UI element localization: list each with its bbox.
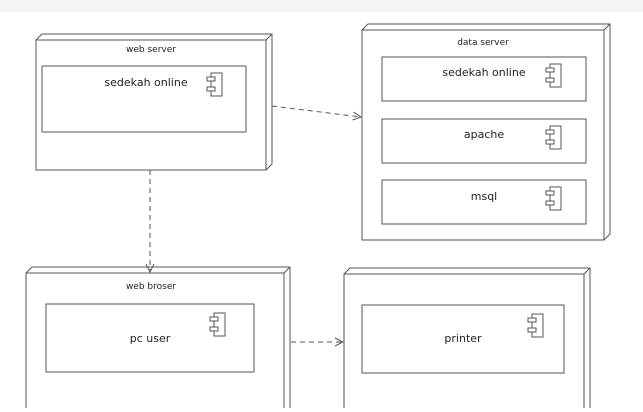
- node-data-server: data server sedekah online apache msql: [361, 23, 611, 241]
- component-printer-box: [361, 304, 565, 374]
- node-web-broser: web broser pc user: [25, 266, 291, 412]
- component-icon: [545, 186, 562, 211]
- component-data-server-msql: msql: [381, 179, 587, 225]
- component-web-server-sedekah-label: sedekah online: [104, 76, 187, 89]
- component-data-server-msql-label: msql: [471, 190, 498, 203]
- top-strip: [0, 0, 643, 12]
- component-web-server-sedekah: sedekah online: [41, 65, 247, 133]
- node-web-server-title: web server: [126, 45, 176, 55]
- connection-web-server-to-data-server: [271, 105, 361, 117]
- node-web-broser-depth: [25, 266, 291, 408]
- node-printer-depth: [343, 267, 591, 408]
- component-data-server-sedekah-label: sedekah online: [442, 66, 525, 79]
- node-data-server-depth: [361, 23, 611, 241]
- component-data-server-apache-label: apache: [464, 128, 504, 141]
- component-data-server-sedekah: sedekah online: [381, 56, 587, 102]
- component-icon: [209, 312, 226, 337]
- node-printer: printer: [343, 267, 591, 412]
- component-pc-user: pc user: [45, 303, 255, 373]
- node-web-server: web server sedekah online: [35, 33, 273, 171]
- node-web-server-depth: [35, 33, 273, 171]
- component-icon: [527, 313, 544, 338]
- node-data-server-title: data server: [457, 38, 509, 48]
- component-printer: printer: [361, 304, 565, 374]
- component-printer-label: printer: [444, 332, 482, 345]
- component-pc-user-label: pc user: [130, 332, 171, 345]
- node-web-broser-title: web broser: [126, 282, 176, 292]
- component-icon: [206, 72, 223, 97]
- component-data-server-apache: apache: [381, 118, 587, 164]
- component-icon: [545, 63, 562, 88]
- component-icon: [545, 125, 562, 150]
